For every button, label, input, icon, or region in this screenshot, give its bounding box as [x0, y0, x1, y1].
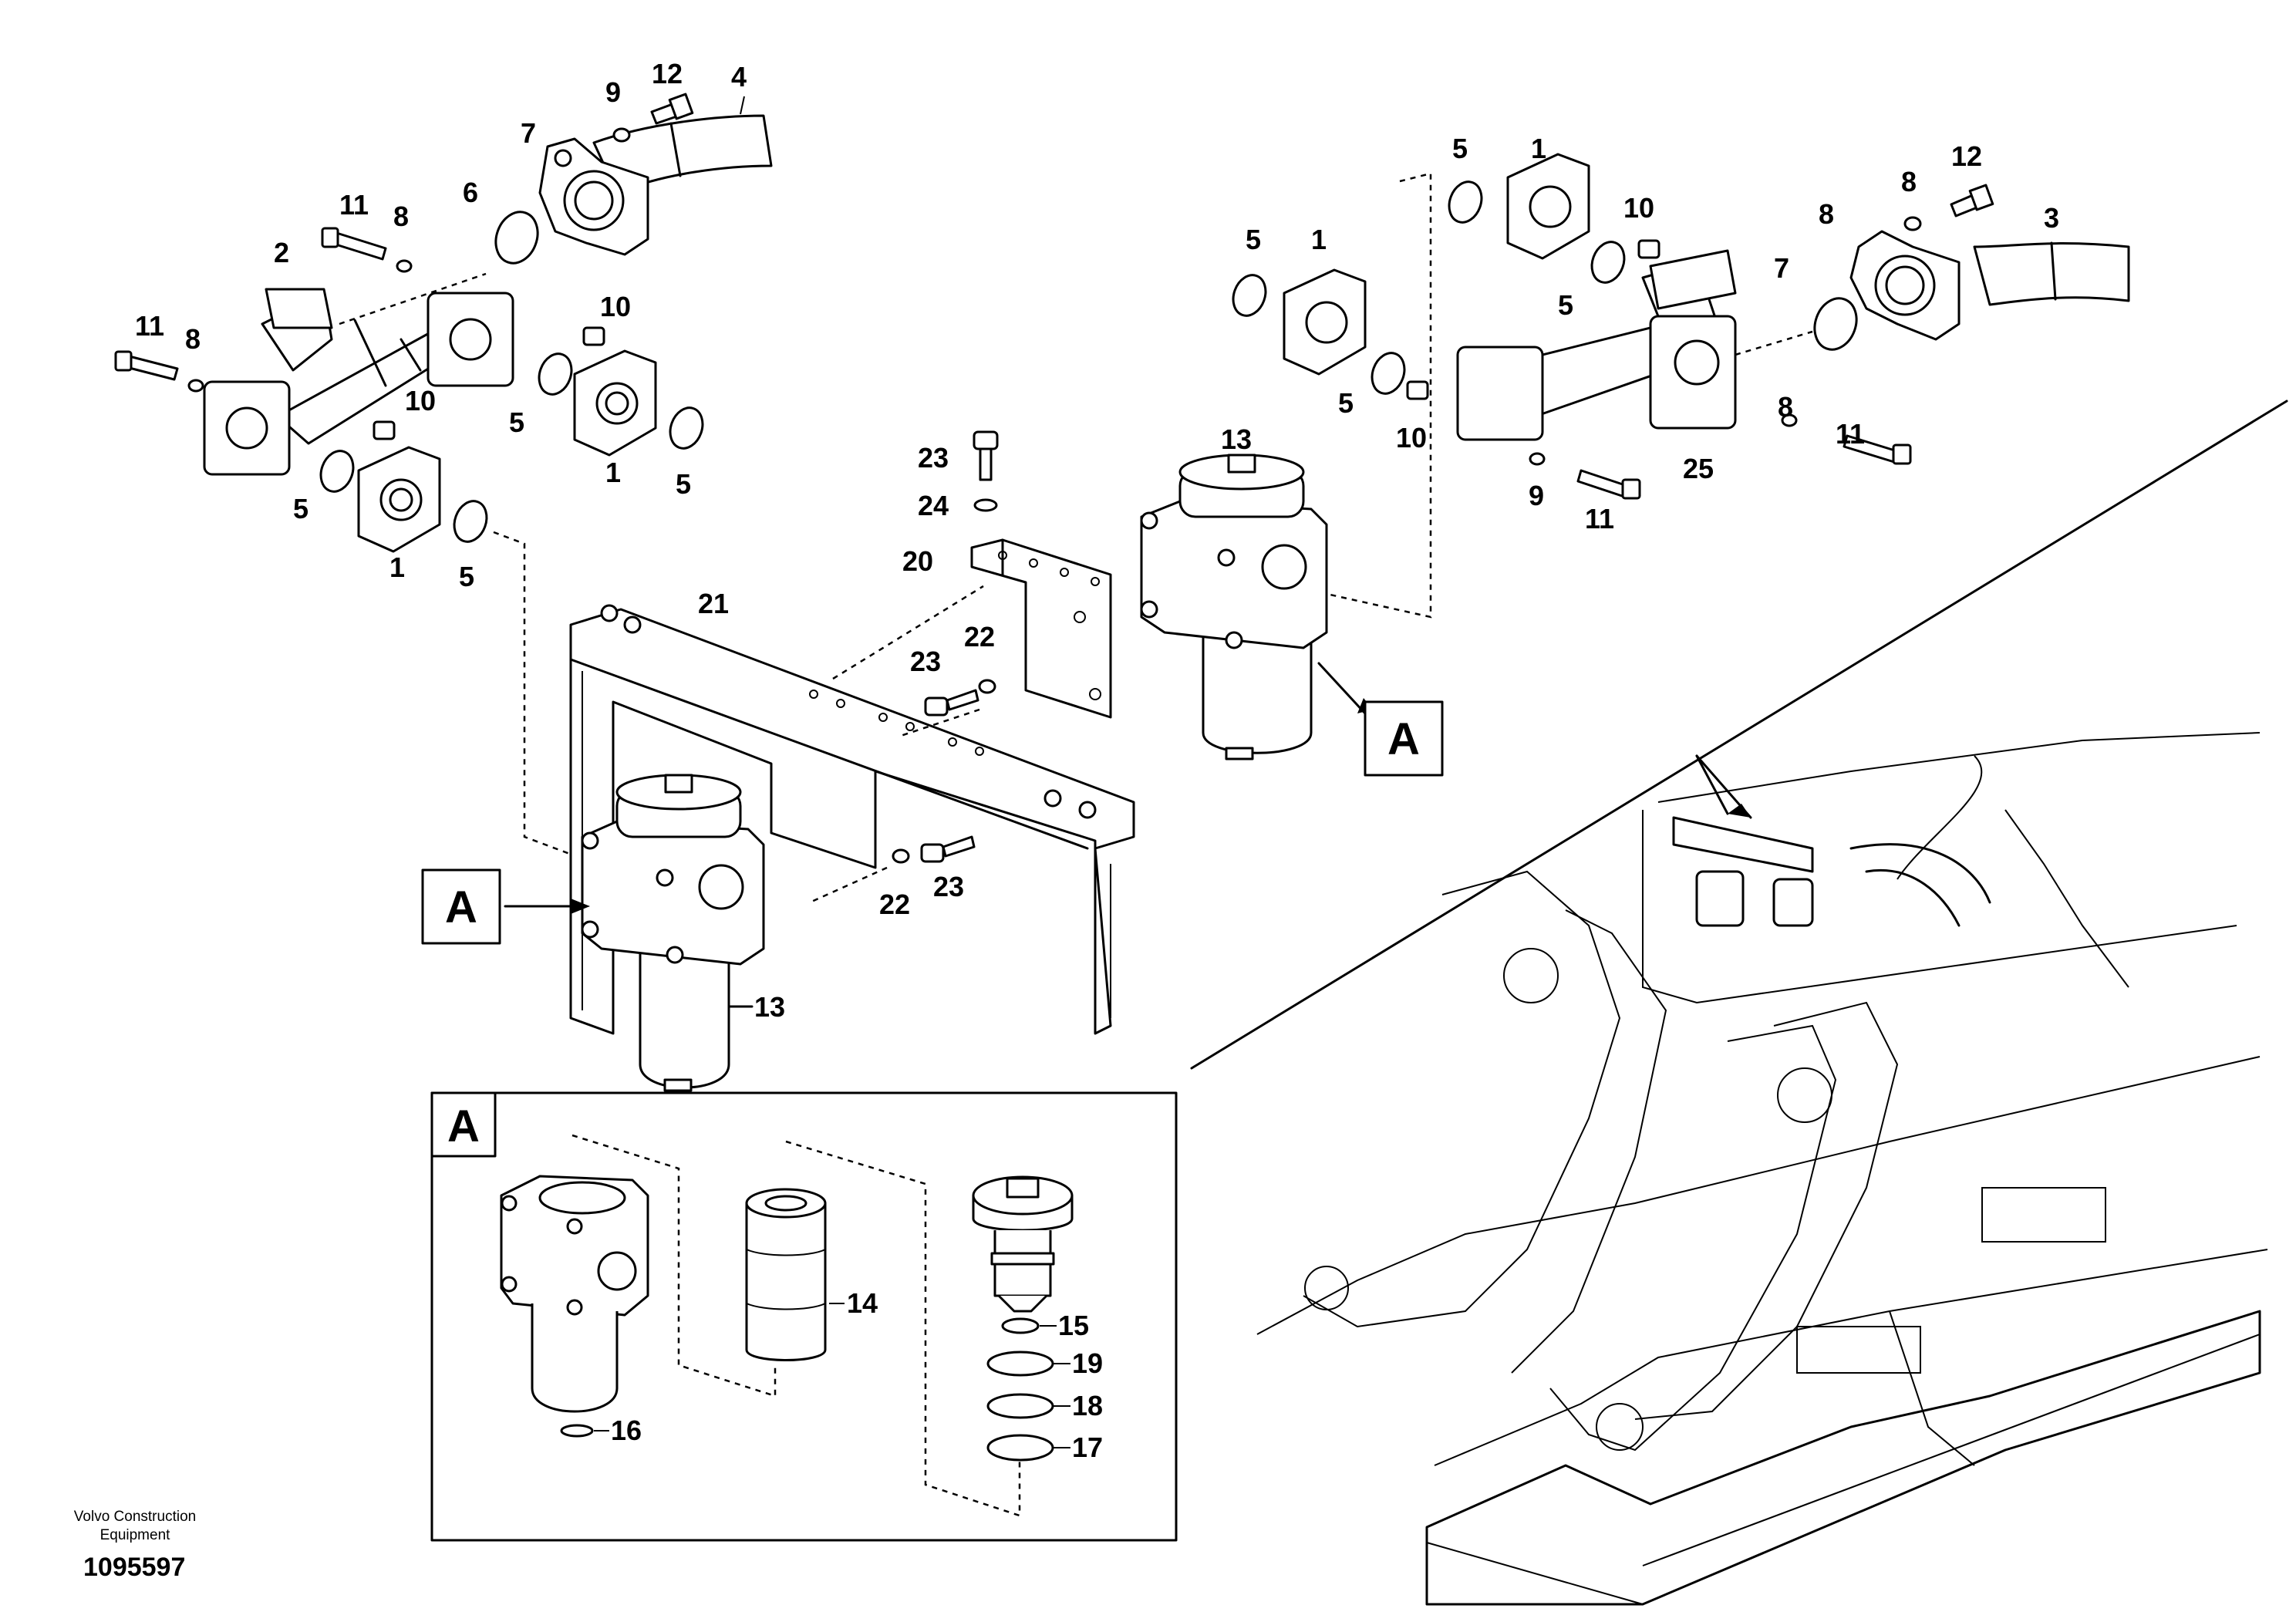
callout-10-right-b: 10	[1396, 422, 1427, 454]
callout-14: 14	[847, 1287, 878, 1319]
center-assembly	[504, 430, 1373, 1092]
detail-marker-a-upper: A	[1387, 714, 1420, 764]
detail-view-title: A	[447, 1101, 480, 1152]
callout-3: 3	[2044, 202, 2059, 234]
callout-1-right-b: 1	[1311, 224, 1327, 255]
callout-1-left-a: 1	[605, 457, 621, 488]
callout-9-right: 8	[1901, 166, 1917, 197]
callout-1-right-a: 1	[1531, 133, 1546, 164]
callout-2: 2	[274, 237, 289, 268]
callout-8-left-a: 8	[393, 201, 409, 232]
callout-5-left-b: 5	[676, 468, 691, 500]
callout-11-left-b: 11	[135, 310, 164, 342]
callout-7-left: 7	[521, 117, 536, 149]
callout-8-right-a: 8	[1778, 391, 1793, 423]
callout-24: 24	[918, 490, 949, 521]
callout-5-right-d: 5	[1338, 387, 1354, 419]
brand-line-2: Equipment	[99, 1527, 170, 1543]
right-pipe-assembly	[1232, 153, 2130, 619]
callout-5-right-b: 5	[1246, 224, 1261, 255]
brand-line-1: Volvo Construction	[73, 1509, 197, 1525]
callout-6-right: 7	[1774, 252, 1789, 284]
detail-marker-a-lower: A	[445, 882, 477, 932]
filter-13-lower	[581, 774, 765, 1092]
callout-4: 4	[731, 61, 747, 93]
callout-19: 19	[1072, 1347, 1103, 1379]
callout-9-left: 9	[605, 76, 621, 108]
callout-22-mid: 22	[964, 621, 995, 653]
callout-8-left-b: 8	[185, 323, 201, 355]
callout-5-left-c: 5	[293, 493, 308, 524]
callout-6-left: 6	[463, 177, 478, 208]
callout-13-lower: 13	[754, 991, 785, 1023]
callout-10-left-b: 10	[405, 385, 436, 416]
callout-17: 17	[1072, 1431, 1103, 1463]
machine-overview	[1190, 400, 2288, 1606]
callout-23-low: 23	[933, 871, 964, 902]
callout-7-right: 8	[1819, 198, 1834, 230]
callout-23-mid: 23	[910, 646, 941, 677]
callout-20: 20	[902, 545, 933, 577]
callout-22-low: 22	[879, 889, 910, 920]
callout-13-upper: 13	[1221, 423, 1252, 455]
callout-12-left: 12	[652, 58, 683, 89]
callout-1-left-b: 1	[389, 551, 405, 583]
callout-10-right-a: 10	[1623, 192, 1654, 224]
brand-caption: Volvo Construction Equipment	[46, 1508, 224, 1545]
callout-11-left-a: 11	[339, 189, 369, 221]
callout-5-right-a: 5	[1452, 133, 1468, 164]
callout-16: 16	[611, 1415, 642, 1446]
callout-10-left-a: 10	[600, 291, 631, 322]
document-number: 1095597	[83, 1553, 186, 1582]
callout-15: 15	[1058, 1310, 1089, 1341]
callout-8-right-b: 9	[1529, 480, 1544, 511]
callout-11-right-a: 11	[1836, 418, 1865, 450]
callout-23-top: 23	[918, 442, 949, 474]
detail-view-frame	[430, 1091, 1178, 1542]
callout-labels: 4 12 9 7 6 11 8 2 11 8 10 10 5 1 5 5 1 5…	[135, 58, 2059, 1463]
callout-11-right-b: 11	[1585, 503, 1614, 534]
left-pipe-assembly	[114, 93, 773, 862]
callout-5-right-c: 5	[1558, 289, 1573, 321]
callout-18: 18	[1072, 1390, 1103, 1421]
callout-12-right: 12	[1951, 140, 1982, 172]
callout-5-left-d: 5	[459, 561, 474, 592]
callout-21: 21	[698, 588, 729, 619]
callout-5-left-a: 5	[509, 406, 524, 438]
callout-25: 25	[1683, 453, 1714, 484]
detail-markers: A A A	[421, 700, 1444, 1152]
filter-13-upper	[1140, 454, 1373, 760]
